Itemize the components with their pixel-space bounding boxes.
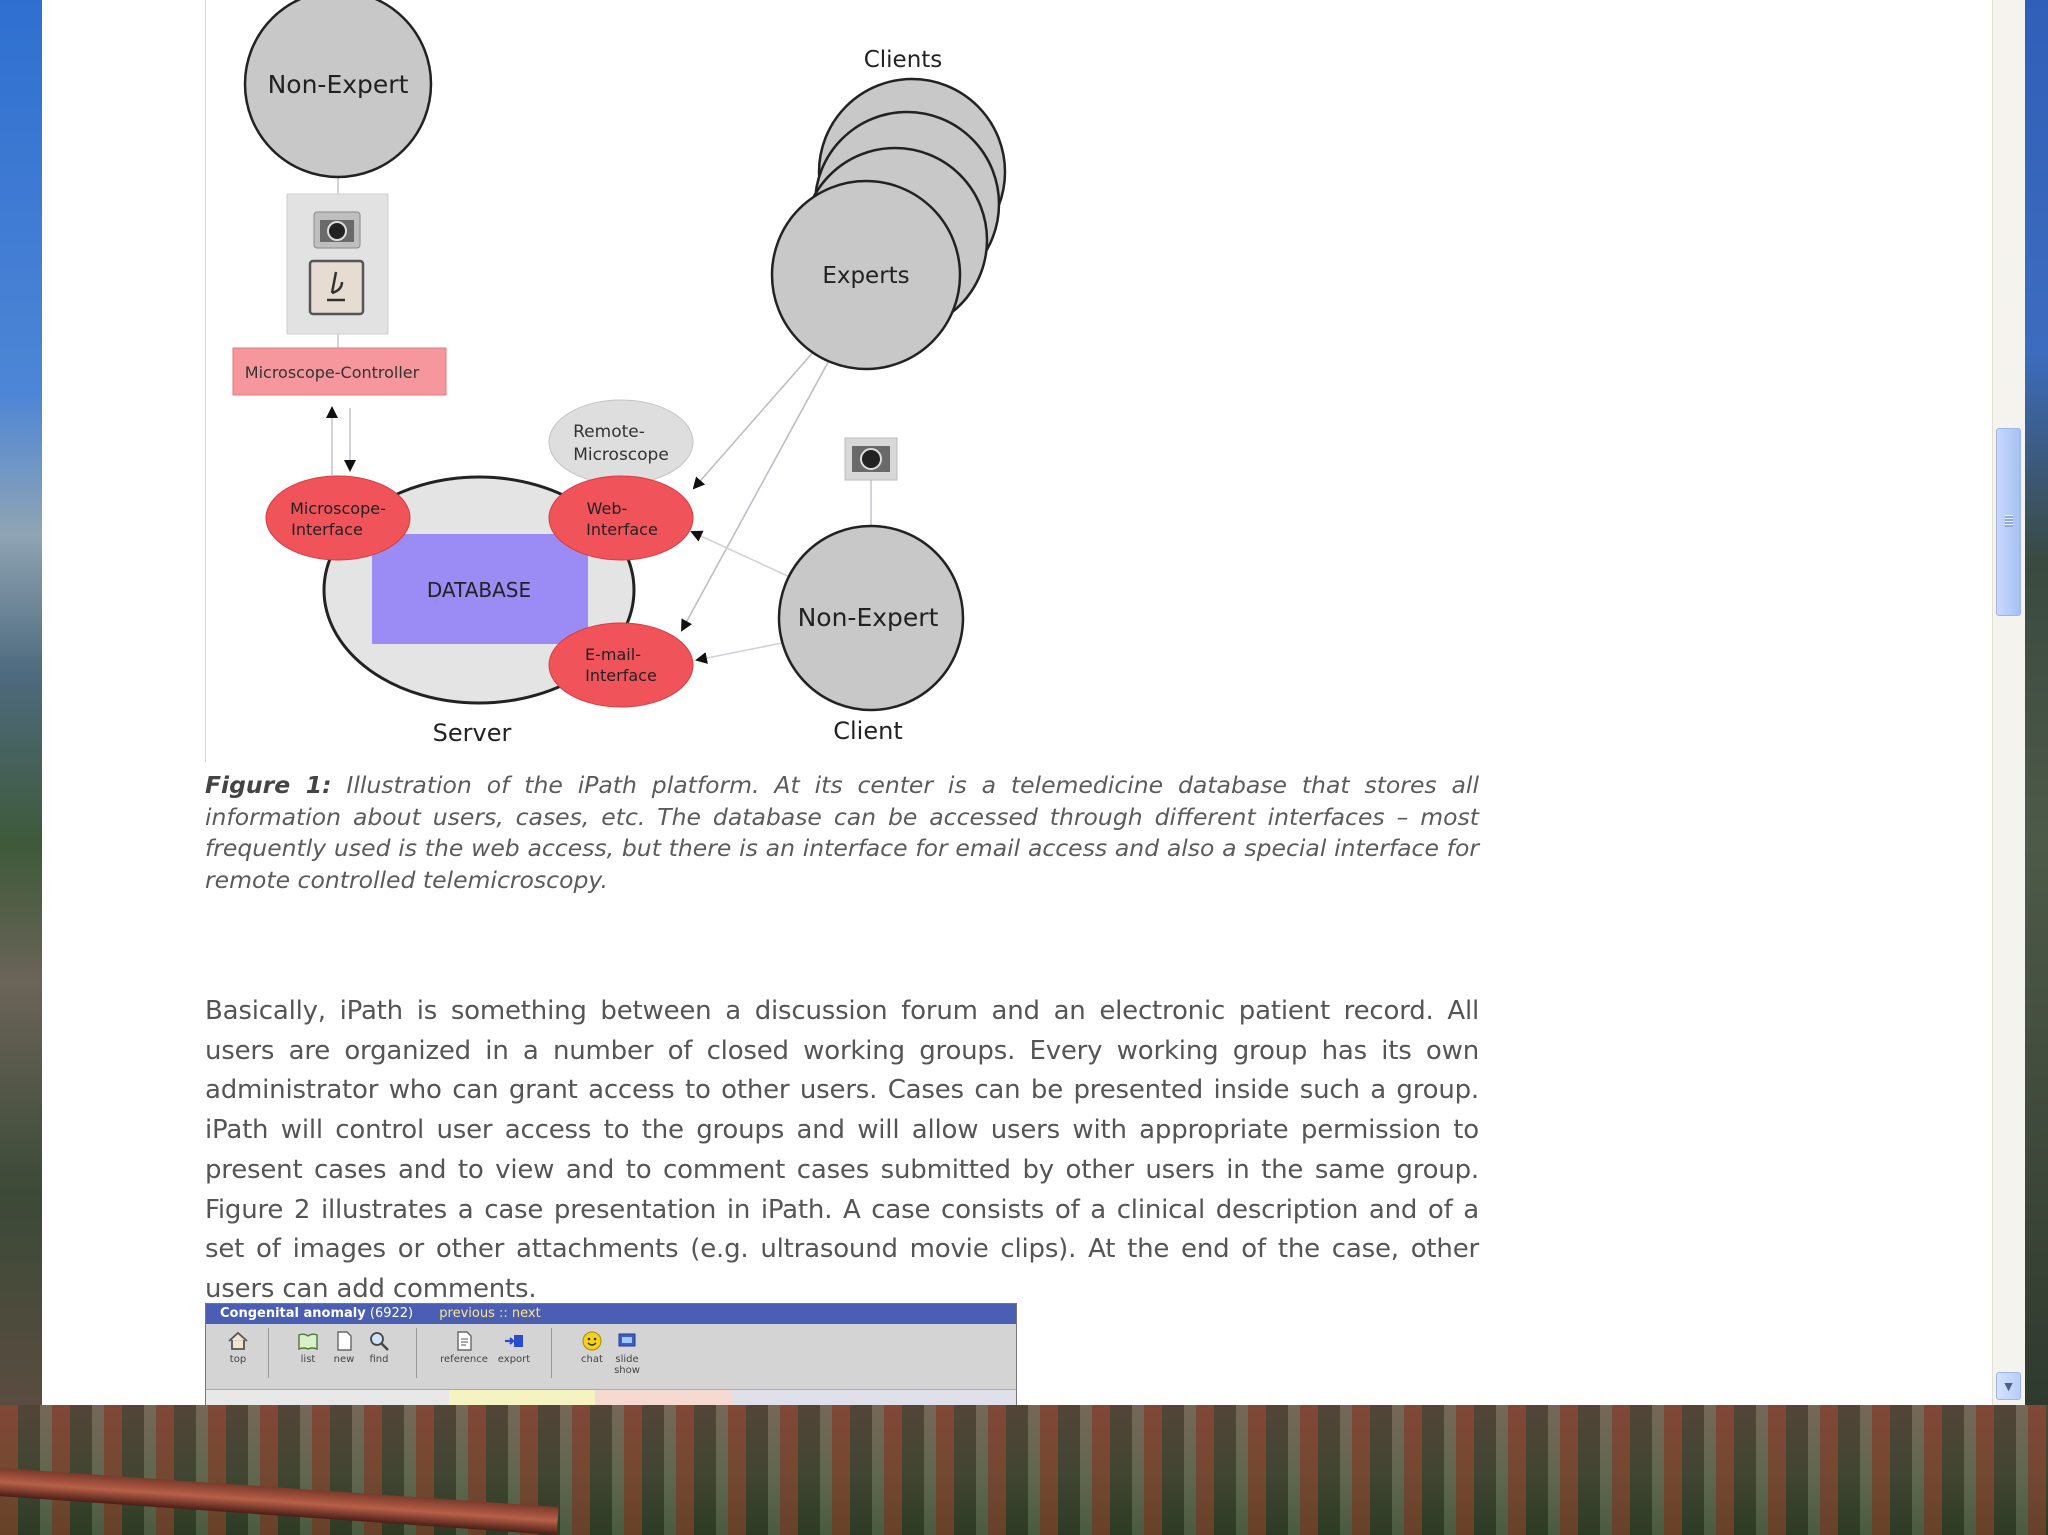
tool-label: list xyxy=(301,1354,316,1365)
email-interface-label-1: E-mail- xyxy=(585,645,641,664)
chevron-down-icon: ▼ xyxy=(2002,1378,2016,1394)
tool-chat: chat xyxy=(574,1330,610,1365)
camera-icon xyxy=(314,212,360,248)
case-nav: previous :: next xyxy=(439,1306,540,1321)
tool-reference: reference xyxy=(436,1330,492,1365)
slides-icon xyxy=(616,1330,638,1352)
document-icon xyxy=(453,1330,475,1352)
scrollbar-thumb[interactable] xyxy=(1996,428,2021,616)
tool-label: reference xyxy=(440,1354,488,1365)
desktop-wallpaper-left xyxy=(0,0,42,1405)
remote-microscope-node xyxy=(549,400,693,484)
book-icon xyxy=(297,1330,319,1352)
client-camera-icon xyxy=(845,438,897,480)
top-non-expert-label: Non-Expert xyxy=(268,70,409,99)
page-icon xyxy=(333,1330,355,1352)
server-label: Server xyxy=(433,719,512,747)
case-title-bar: Congenital anomaly (6922) previous :: ne… xyxy=(206,1304,1016,1324)
email-interface-node xyxy=(549,623,693,707)
tool-label: chat xyxy=(581,1354,603,1365)
desktop-wallpaper-right xyxy=(2024,0,2048,1405)
toolbar-separator xyxy=(268,1328,269,1378)
tool-label: new xyxy=(334,1354,355,1365)
tool-top: top xyxy=(220,1330,256,1365)
tool-export: export xyxy=(496,1330,532,1365)
smiley-icon xyxy=(581,1330,603,1352)
toolbar-separator xyxy=(551,1328,552,1378)
body-paragraph: Basically, iPath is something between a … xyxy=(205,992,1479,1310)
toolbar-separator xyxy=(416,1328,417,1378)
case-title: Congenital anomaly xyxy=(220,1306,366,1321)
microscope-interface-label-2: Interface xyxy=(291,520,363,539)
clients-label: Clients xyxy=(864,47,943,73)
microscope-interface-node xyxy=(266,476,410,560)
web-interface-label-1: Web- xyxy=(587,499,628,518)
remote-microscope-label-1: Remote- xyxy=(573,422,645,442)
case-id: (6922) xyxy=(370,1306,413,1321)
remote-microscope-label-2: Microscope xyxy=(573,445,669,465)
database-label: DATABASE xyxy=(427,578,531,602)
figure-caption: Figure 1: Illustration of the iPath plat… xyxy=(205,770,1479,896)
scroll-down-button[interactable]: ▼ xyxy=(1996,1372,2021,1400)
tool-find: find xyxy=(361,1330,397,1365)
tool-new: new xyxy=(326,1330,362,1365)
case-toolbar: top list new find reference exp xyxy=(206,1324,1016,1390)
microscope-controller-label: Microscope-Controller xyxy=(245,363,420,382)
home-icon xyxy=(227,1330,249,1352)
email-interface-label-2: Interface xyxy=(585,666,657,685)
magnifier-icon xyxy=(368,1330,390,1352)
tool-label: export xyxy=(498,1354,530,1365)
case-data-row xyxy=(206,1390,1016,1405)
microscope-icon xyxy=(310,261,363,314)
caption-lead: Figure 1: xyxy=(205,771,332,799)
web-interface-node xyxy=(549,476,693,560)
tool-label: slide show xyxy=(614,1354,640,1376)
clients-stack xyxy=(772,79,1005,369)
document-page: Non-Expert Microscope-Controller Clients… xyxy=(42,0,1992,1405)
scrollbar-grip-icon xyxy=(2005,515,2013,527)
caption-text: Illustration of the iPath platform. At i… xyxy=(205,771,1479,894)
figure2-case-screenshot: Congenital anomaly (6922) previous :: ne… xyxy=(205,1303,1017,1405)
vertical-scrollbar[interactable]: ▼ xyxy=(1992,0,2025,1405)
tool-label: find xyxy=(370,1354,389,1365)
tool-list: list xyxy=(290,1330,326,1365)
web-interface-label-2: Interface xyxy=(586,520,658,539)
client-label: Client xyxy=(833,717,902,745)
tool-slide-show: slide show xyxy=(609,1330,645,1376)
client-non-expert-label: Non-Expert xyxy=(798,603,939,632)
tool-label: top xyxy=(230,1354,246,1365)
ipath-platform-diagram: Non-Expert Microscope-Controller Clients… xyxy=(192,0,1042,760)
export-icon xyxy=(503,1330,525,1352)
microscope-interface-label-1: Microscope- xyxy=(290,499,386,518)
experts-label: Experts xyxy=(822,263,909,289)
